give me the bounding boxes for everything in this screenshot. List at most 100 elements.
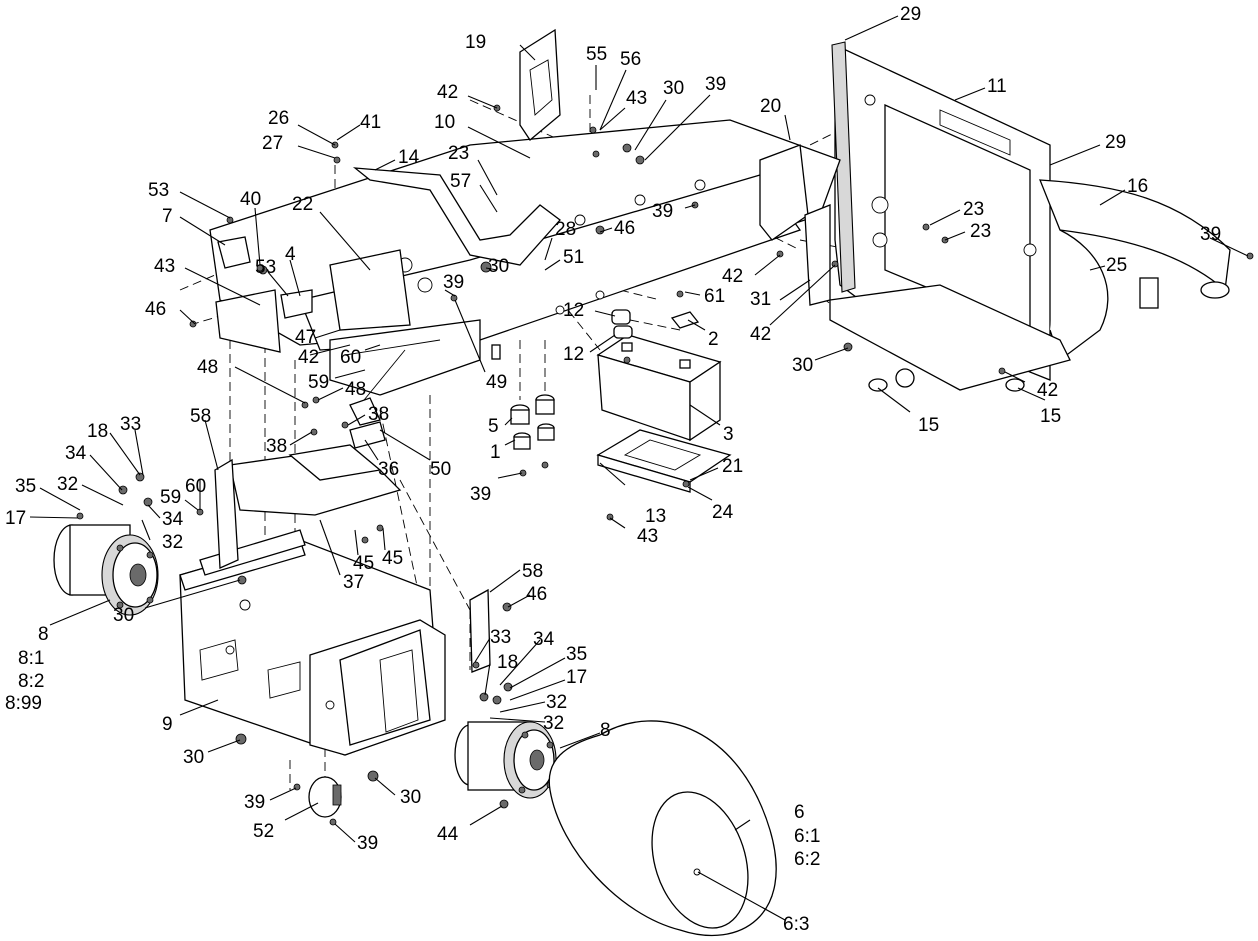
callout-52: 52 [253,821,274,842]
leader-lines [29,15,1249,921]
callout-22: 22 [292,194,313,215]
battery-clamp [670,311,700,329]
callout-59: 59 [308,372,329,393]
callout-34: 34 [533,629,555,650]
callout-61: 61 [704,286,725,307]
callout-11: 11 [987,76,1007,97]
callout-12: 12 [563,300,584,321]
callout-25: 25 [1106,255,1127,276]
callout-30: 30 [488,256,509,277]
callout-42: 42 [298,347,319,368]
lower-chassis [179,529,446,756]
callout-18: 18 [497,652,518,673]
callout-53: 53 [255,257,276,278]
callout-8: 8 [600,720,611,741]
callout-34: 34 [162,509,184,530]
callout-60: 60 [185,476,206,497]
callout-51: 51 [563,247,584,268]
callout-23: 23 [963,199,984,220]
callout-30: 30 [183,747,204,768]
callout-16: 16 [1127,176,1148,197]
callout-labels: 29 19 55 56 30 39 11 29 42 43 20 10 26 4… [5,4,1221,935]
callout-53: 53 [148,180,169,201]
callout-6: 6 [794,802,805,823]
callout-6-2: 6:2 [794,849,820,870]
callout-43: 43 [154,256,175,277]
callout-6-1: 6:1 [794,826,820,847]
callout-8-1: 8:1 [18,648,44,669]
top-bracket [352,167,561,266]
callout-21: 21 [722,456,743,477]
callout-3: 3 [723,424,734,445]
callout-8-2: 8:2 [18,671,44,692]
callout-48: 48 [345,379,366,400]
callout-2: 2 [708,329,719,350]
callout-39: 39 [357,833,378,854]
callout-35: 35 [566,644,587,665]
callout-8-99: 8:99 [5,693,42,714]
rear-tire [548,720,777,937]
hardware [76,104,1254,826]
callout-44: 44 [437,824,459,845]
callout-39: 39 [652,201,673,222]
battery [596,334,722,442]
callout-31: 31 [750,289,771,310]
callout-37: 37 [343,572,364,593]
battery-tray [596,429,732,493]
center-shroud [229,397,402,516]
callout-27: 27 [262,133,283,154]
brake-assembly [308,776,342,818]
callout-55: 55 [586,44,607,65]
callout-4: 4 [285,244,296,265]
callout-47: 47 [295,327,316,348]
front-brackets [215,236,411,353]
callout-9: 9 [162,714,173,735]
callout-39: 39 [1200,224,1221,245]
callout-45: 45 [353,553,374,574]
motor-brackets [214,458,491,673]
callout-39: 39 [244,792,265,813]
callout-48: 48 [197,357,218,378]
callout-30: 30 [400,787,421,808]
callout-7: 7 [162,206,173,227]
side-bracket [759,144,831,306]
callout-38: 38 [266,436,287,457]
callout-18: 18 [87,421,108,442]
callout-41: 41 [360,112,381,133]
callout-5: 5 [488,416,499,437]
link-rod [344,339,441,406]
callout-17: 17 [566,667,587,688]
callout-49: 49 [486,372,507,393]
callout-50: 50 [430,459,451,480]
callout-42: 42 [437,82,458,103]
callout-38: 38 [368,404,389,425]
callout-42: 42 [750,324,771,345]
callout-59: 59 [160,487,181,508]
callout-39: 39 [705,74,726,95]
callout-24: 24 [712,502,734,523]
callout-42: 42 [1037,380,1058,401]
callout-17: 17 [5,508,26,529]
callout-46: 46 [526,584,547,605]
callout-40: 40 [240,189,261,210]
callout-8: 8 [38,624,49,645]
callout-32: 32 [57,474,78,495]
callout-14: 14 [398,147,420,168]
callout-43: 43 [626,88,647,109]
callout-23: 23 [970,221,991,242]
callout-33: 33 [120,414,141,435]
rear-bumper-tube [1039,179,1231,362]
callout-33: 33 [490,627,511,648]
callout-39: 39 [443,272,464,293]
right-wheel-motor [454,721,557,799]
callout-6-3: 6:3 [783,914,809,935]
callout-12: 12 [563,344,584,365]
callout-58: 58 [190,406,211,427]
callout-29: 29 [900,4,921,25]
callout-20: 20 [760,96,781,117]
callout-46: 46 [614,218,635,239]
callout-23: 23 [448,143,469,164]
callout-42: 42 [722,266,743,287]
callout-26: 26 [268,108,289,129]
